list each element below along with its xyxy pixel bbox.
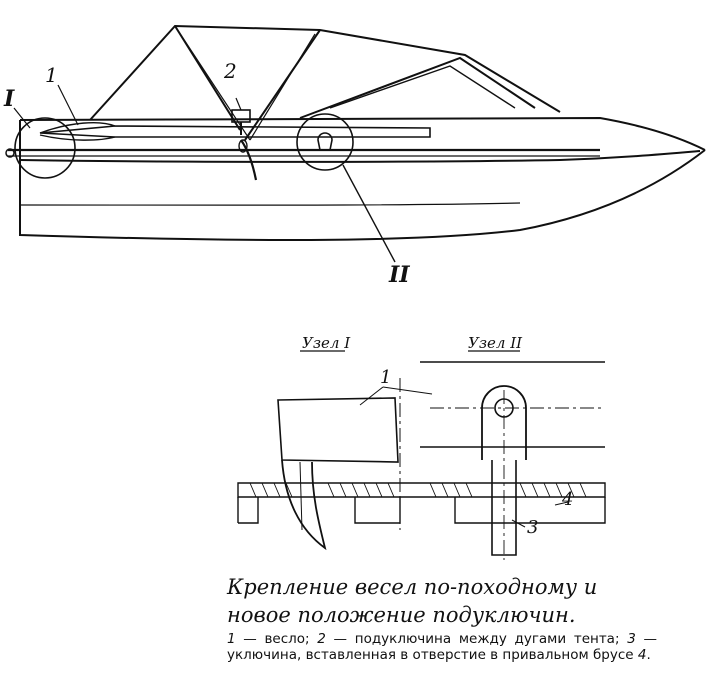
detail-view bbox=[237, 350, 606, 560]
legend-text-4: . bbox=[646, 647, 651, 663]
gunwale-bar bbox=[237, 482, 606, 524]
node-I-leader bbox=[13, 107, 31, 129]
detail-callout-3: 3 bbox=[527, 517, 538, 538]
legend-text-3: уключина, вставленная в отверстие в прив… bbox=[227, 647, 634, 663]
boat-hull bbox=[19, 116, 706, 241]
oarlock-between-arches bbox=[231, 97, 258, 181]
node-II-label: II bbox=[388, 262, 410, 288]
oar-shaft-detail bbox=[420, 361, 605, 448]
boat-canopy bbox=[89, 24, 561, 141]
legend-num-2: 2 bbox=[317, 631, 326, 647]
node-I-title: Узел I bbox=[302, 334, 351, 352]
legend-num-3: 3 bbox=[627, 631, 636, 647]
legend-text-2: подуключина между дугами тента; bbox=[354, 631, 620, 647]
legend-num-1: 1 bbox=[227, 631, 236, 647]
boat-side-view bbox=[5, 24, 706, 263]
node-II-circle bbox=[296, 113, 354, 171]
node-I-label: I bbox=[3, 86, 15, 112]
boat-callout-2: 2 bbox=[223, 59, 237, 83]
oar-stowed bbox=[5, 122, 600, 158]
legend-num-4: 4 bbox=[637, 647, 647, 663]
oarlock-detail bbox=[481, 385, 527, 560]
node-II-leader bbox=[342, 164, 396, 263]
node-II-title: Узел II bbox=[468, 334, 523, 352]
callout-1-leader bbox=[57, 84, 79, 126]
caption-title: Крепление весел по-походному и новое пол… bbox=[227, 575, 598, 627]
legend-text-1: весло; bbox=[264, 631, 310, 647]
oar-blade-detail bbox=[277, 397, 399, 551]
boat-callout-1: 1 bbox=[45, 63, 58, 87]
node-I-circle bbox=[14, 117, 76, 179]
caption-legend: 1 — весло; 2 — подуключина между дугами … bbox=[227, 631, 657, 663]
detail-callout-4: 4 bbox=[561, 489, 573, 510]
detail-callout-1: 1 bbox=[380, 367, 391, 388]
